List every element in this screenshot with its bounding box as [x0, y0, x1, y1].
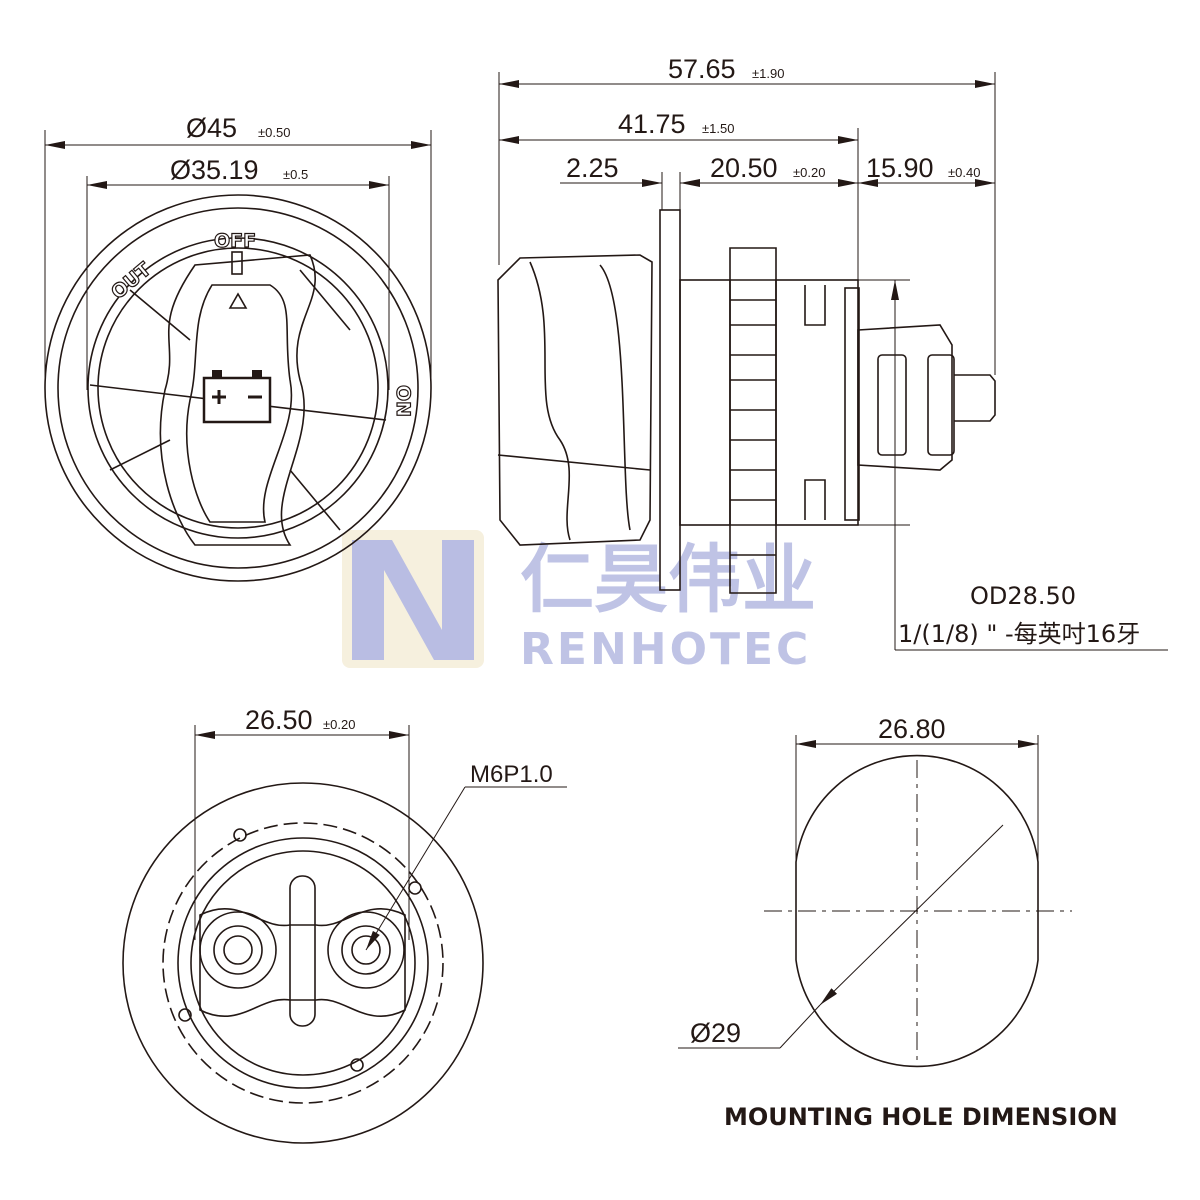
watermark-en: RENHOTEC	[520, 624, 811, 675]
mounting-hole-outline	[795, 754, 1039, 1068]
dim-flat-value: 26.80	[878, 714, 946, 744]
dim-inner-tol: ±0.5	[283, 167, 308, 182]
dim-thread-value: 20.50	[710, 153, 778, 183]
dim-total-value: 57.65	[668, 54, 736, 84]
dim-outer-value: Ø45	[186, 113, 237, 143]
dim-terminal-value: 15.90	[866, 153, 934, 183]
knob-grip	[159, 254, 316, 546]
mounting-hole-view: 26.80 Ø29 MOUNTING HOLE DIMENSION	[678, 714, 1118, 1131]
terminal-nut-2	[927, 354, 955, 456]
dim-total-tol: ±1.90	[752, 66, 784, 81]
front-view: Ø45 ±0.50 Ø35.19 ±0.5 OFF OUT ON	[44, 113, 432, 582]
mounting-nut	[729, 247, 777, 594]
dim-outer-tol: ±0.50	[258, 125, 290, 140]
rear-view: 26.50 ±0.20 M6P1.0	[122, 705, 567, 1144]
side-view: 57.65 ±1.90 41.75 ±1.50 2.25 20.50 ±0.20…	[497, 54, 1168, 651]
terminal-left	[199, 911, 277, 989]
terminal-nut-1	[877, 354, 907, 456]
label-off: OFF	[214, 230, 256, 252]
note-od: OD28.50	[970, 582, 1076, 610]
terminal-stud	[954, 374, 996, 422]
triangle-indicator-icon	[228, 292, 248, 309]
dim-dia-value: Ø29	[690, 1018, 741, 1048]
battery-icon	[202, 370, 272, 424]
thread-callout: M6P1.0	[470, 761, 553, 788]
knob-side	[497, 254, 653, 546]
watermark-logo	[342, 530, 484, 668]
flange	[659, 209, 681, 591]
dim-body-value: 41.75	[618, 109, 686, 139]
dim-terminals-tol: ±0.20	[323, 717, 355, 732]
watermark-cn: 仁昊伟业	[520, 537, 816, 623]
dim-body-tol: ±1.50	[702, 121, 734, 136]
label-on: ON	[392, 385, 414, 417]
mounting-hole-title: MOUNTING HOLE DIMENSION	[724, 1103, 1118, 1131]
note-thread: 1/(1/8) " -每英吋16牙	[898, 620, 1140, 648]
dim-flange-value: 2.25	[566, 153, 619, 183]
dim-terminal-tol: ±0.40	[948, 165, 980, 180]
dim-inner-value: Ø35.19	[170, 155, 259, 185]
dim-terminals-value: 26.50	[245, 705, 313, 735]
watermark: 仁昊伟业 RENHOTEC	[342, 530, 816, 675]
dim-thread-tol: ±0.20	[793, 165, 825, 180]
pointer-mark	[231, 251, 243, 275]
